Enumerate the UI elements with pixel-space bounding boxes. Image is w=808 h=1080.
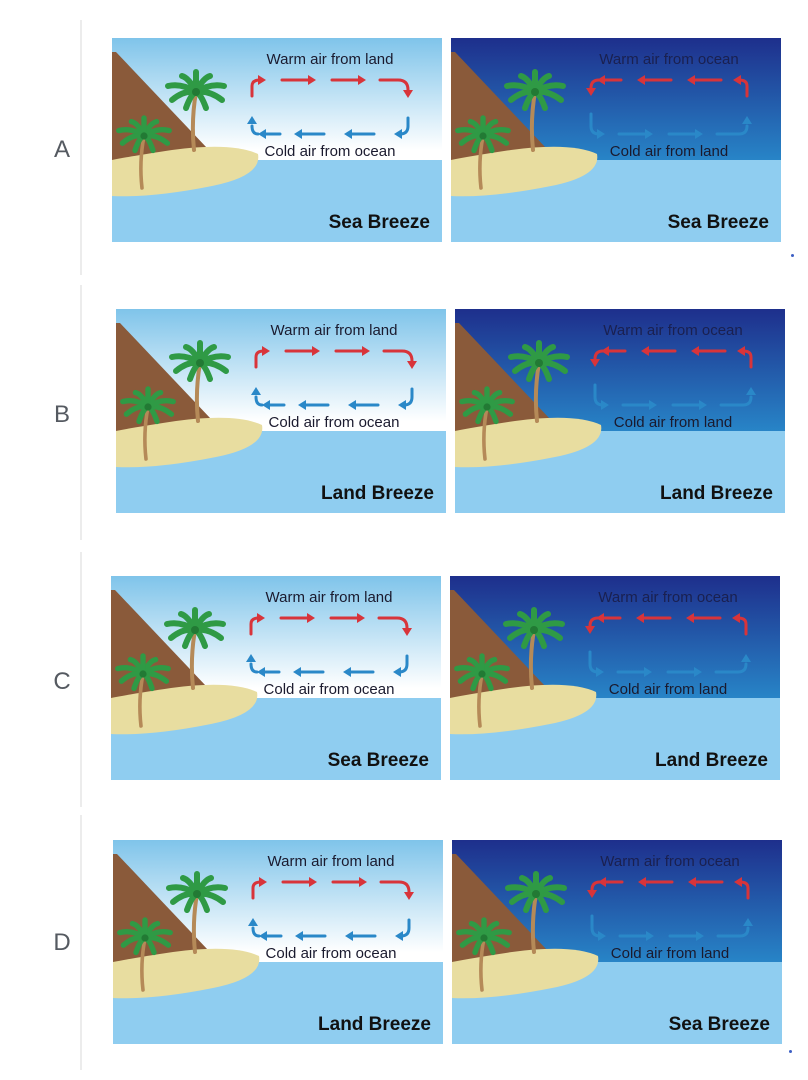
warm-air-arrow-icon [585, 613, 748, 636]
warm-air-label: Warm air from ocean [600, 853, 739, 870]
land-breeze-circulation [587, 877, 753, 941]
cold-air-arrow-icon [248, 918, 411, 941]
cold-air-label: Cold air from ocean [269, 414, 400, 431]
palm-tree-icon [117, 917, 173, 992]
palm-tree-icon [164, 607, 226, 690]
breeze-label: Land Breeze [321, 483, 434, 504]
warm-air-arrow-icon [251, 877, 414, 900]
palm-tree-icon [116, 115, 172, 190]
warm-air-arrow-icon [254, 346, 417, 369]
palm-tree-icon [456, 917, 512, 992]
beach [116, 417, 263, 468]
option-letter: B [53, 401, 70, 428]
cold-air-arrow-icon [588, 650, 751, 677]
palm-tree-icon [459, 386, 515, 461]
palm-tree-icon [120, 386, 176, 461]
option-divider [80, 285, 82, 540]
stray-dot [791, 254, 794, 257]
option-letter: A [53, 136, 70, 163]
cold-air-arrow-icon [246, 654, 409, 677]
warm-air-label: Warm air from land [266, 589, 393, 606]
land-breeze-circulation [585, 613, 751, 677]
cold-air-label: Cold air from ocean [266, 945, 397, 962]
beach [455, 417, 602, 468]
palm-tree-icon [165, 69, 227, 152]
beach [451, 146, 598, 197]
option-letter: D [53, 929, 71, 956]
palm-tree-icon [508, 340, 570, 423]
breeze-label: Sea Breeze [329, 212, 430, 233]
cold-air-arrow-icon [247, 116, 410, 139]
palm-tree-icon [504, 69, 566, 152]
palm-tree-icon [115, 653, 171, 728]
beach [450, 684, 597, 735]
warm-air-arrow-icon [586, 75, 749, 98]
stray-dot [789, 1050, 792, 1053]
breeze-label: Sea Breeze [668, 212, 769, 233]
breeze-label: Land Breeze [660, 483, 773, 504]
cold-air-label: Cold air from ocean [264, 681, 395, 698]
cold-air-label: Cold air from land [609, 681, 727, 698]
option-divider [80, 552, 82, 807]
palm-tree-icon [503, 607, 565, 690]
cold-air-label: Cold air from land [611, 945, 729, 962]
warm-air-label: Warm air from land [271, 322, 398, 339]
warm-air-label: Warm air from ocean [603, 322, 742, 339]
cold-air-arrow-icon [593, 383, 756, 410]
palm-tree-icon [455, 115, 511, 190]
breeze-label: Sea Breeze [669, 1014, 770, 1035]
beach [111, 684, 258, 735]
warm-air-arrow-icon [249, 613, 412, 636]
warm-air-arrow-icon [590, 346, 753, 369]
warm-air-label: Warm air from land [268, 853, 395, 870]
warm-air-label: Warm air from land [267, 51, 394, 68]
cold-air-arrow-icon [251, 387, 414, 410]
beach [112, 146, 259, 197]
cold-air-label: Cold air from land [614, 414, 732, 431]
breeze-label: Land Breeze [655, 750, 768, 771]
cold-air-arrow-icon [590, 914, 753, 941]
palm-tree-icon [454, 653, 510, 728]
sea-breeze-circulation [248, 877, 414, 941]
option-divider [80, 815, 82, 1070]
warm-air-arrow-icon [587, 877, 750, 900]
sea-breeze-circulation [251, 346, 417, 410]
breeze-label: Sea Breeze [328, 750, 429, 771]
warm-air-arrow-icon [250, 75, 413, 98]
warm-air-label: Warm air from ocean [598, 589, 737, 606]
sea-breeze-circulation [247, 75, 413, 139]
palm-tree-icon [505, 871, 567, 954]
sea-breeze-circulation [246, 613, 412, 677]
land-breeze-circulation [586, 75, 752, 139]
breeze-label: Land Breeze [318, 1014, 431, 1035]
palm-tree-icon [166, 871, 228, 954]
option-divider [80, 20, 82, 275]
beach [113, 948, 260, 999]
palm-tree-icon [169, 340, 231, 423]
land-breeze-circulation [590, 346, 756, 410]
warm-air-label: Warm air from ocean [599, 51, 738, 68]
cold-air-label: Cold air from land [610, 143, 728, 160]
beach [452, 948, 599, 999]
cold-air-arrow-icon [589, 112, 752, 139]
cold-air-label: Cold air from ocean [265, 143, 396, 160]
option-letter: C [53, 668, 71, 695]
